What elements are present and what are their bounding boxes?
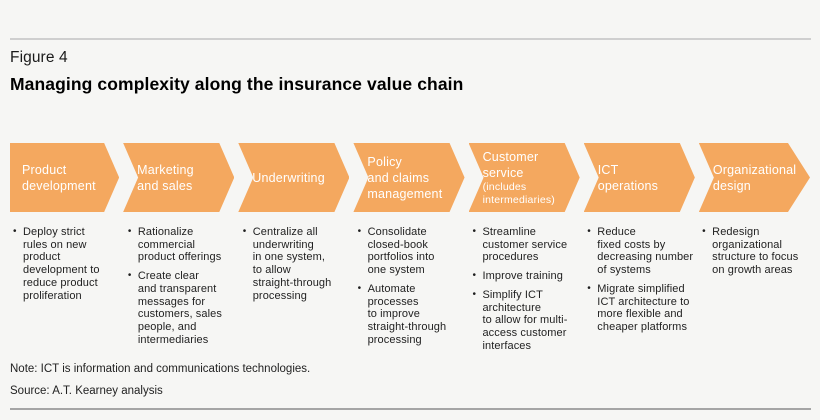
bullet-icon: • bbox=[472, 226, 476, 237]
bullet-icon: • bbox=[587, 282, 591, 294]
bullet-text: Deploy strict rules on new product devel… bbox=[23, 226, 100, 302]
segment-label: Customer service bbox=[482, 149, 539, 180]
list-item: • Create clear and transparent messages … bbox=[128, 270, 236, 346]
bullet-text: Migrate simplified ICT architecture to m… bbox=[597, 282, 690, 333]
bullet-text: Create clear and transparent messages fo… bbox=[137, 270, 222, 346]
segment-sublabel: (includes intermediaries) bbox=[482, 180, 556, 206]
stage-bullet-columns: • Deploy strict rules on new product dev… bbox=[10, 226, 810, 352]
figure-label: Figure 4 bbox=[10, 49, 68, 66]
source-text: Source: A.T. Kearney analysis bbox=[10, 385, 163, 397]
figure-title: Managing complexity along the insurance … bbox=[10, 74, 464, 94]
column-customer-service: • Streamline customer service procedures… bbox=[469, 226, 580, 352]
list-item: • Improve training bbox=[472, 270, 580, 283]
list-item: • Simplify ICT architecture to allow for… bbox=[472, 289, 580, 353]
list-item: • Streamline customer service procedures bbox=[472, 226, 580, 264]
chevron-segment-policy-and-claims: Policy and claims management bbox=[353, 143, 464, 212]
chevron-segment-ict-operations: ICT operations bbox=[584, 143, 695, 212]
bullet-text: Consolidate closed-book portfolios into … bbox=[367, 226, 435, 277]
bullet-icon: • bbox=[472, 270, 476, 282]
bullet-text: Centralize all underwriting in one syste… bbox=[252, 226, 332, 302]
bullet-text: Simplify ICT architecture to allow for m… bbox=[482, 288, 568, 352]
chevron-segment-marketing-and-sales: Marketing and sales bbox=[123, 143, 234, 212]
top-rule bbox=[10, 38, 811, 40]
chevron-segment-customer-service: Customer service (includes intermediarie… bbox=[469, 143, 580, 212]
bullet-icon: • bbox=[357, 226, 362, 237]
bullet-icon: • bbox=[242, 226, 247, 237]
bullet-text: Reduce fixed costs by decreasing number … bbox=[597, 226, 694, 277]
column-ict-operations: • Reduce fixed costs by decreasing numbe… bbox=[584, 226, 695, 352]
bullet-icon: • bbox=[13, 226, 17, 237]
list-item: • Redesign organizational structure to f… bbox=[702, 226, 810, 277]
bullet-icon: • bbox=[472, 288, 476, 300]
bullet-text: Improve training bbox=[482, 270, 563, 283]
bullet-text: Redesign organizational structure to foc… bbox=[712, 226, 799, 277]
bullet-text: Automate processes to improve straight-t… bbox=[367, 282, 447, 346]
segment-label: Policy and claims management bbox=[367, 154, 443, 201]
column-organizational-design: • Redesign organizational structure to f… bbox=[699, 226, 810, 352]
segment-label: ICT operations bbox=[597, 162, 659, 193]
column-policy-and-claims: • Consolidate closed-book portfolios int… bbox=[355, 226, 466, 352]
bullet-text: Rationalize commercial product offerings bbox=[137, 226, 222, 264]
list-item: • Rationalize commercial product offerin… bbox=[128, 226, 236, 264]
list-item: • Automate processes to improve straight… bbox=[358, 283, 466, 347]
bullet-icon: • bbox=[127, 270, 132, 282]
segment-label: Underwriting bbox=[252, 170, 325, 185]
value-chain-chevron-bar: Product development Marketing and sales … bbox=[10, 143, 810, 212]
column-underwriting: • Centralize all underwriting in one sys… bbox=[240, 226, 351, 352]
bullet-text: Streamline customer service procedures bbox=[482, 226, 568, 264]
note-text: Note: ICT is information and communicati… bbox=[10, 363, 311, 375]
chevron-segment-product-development: Product development bbox=[10, 143, 119, 212]
column-product-development: • Deploy strict rules on new product dev… bbox=[10, 226, 121, 352]
column-marketing-and-sales: • Rationalize commercial product offerin… bbox=[125, 226, 236, 352]
segment-label: Product development bbox=[22, 162, 96, 193]
list-item: • Centralize all underwriting in one sys… bbox=[243, 226, 351, 302]
list-item: • Consolidate closed-book portfolios int… bbox=[358, 226, 466, 277]
chevron-segment-underwriting: Underwriting bbox=[238, 143, 349, 212]
list-item: • Migrate simplified ICT architecture to… bbox=[587, 283, 695, 334]
list-item: • Reduce fixed costs by decreasing numbe… bbox=[587, 226, 695, 277]
bullet-icon: • bbox=[702, 226, 706, 237]
list-item: • Deploy strict rules on new product dev… bbox=[13, 226, 121, 302]
segment-label: Organizational design bbox=[712, 162, 797, 193]
bullet-icon: • bbox=[587, 226, 591, 237]
bullet-icon: • bbox=[357, 282, 362, 294]
segment-label: Marketing and sales bbox=[137, 162, 194, 193]
chevron-segment-organizational-design: Organizational design bbox=[699, 143, 810, 212]
bullet-icon: • bbox=[127, 226, 132, 237]
bottom-rule bbox=[10, 408, 811, 410]
